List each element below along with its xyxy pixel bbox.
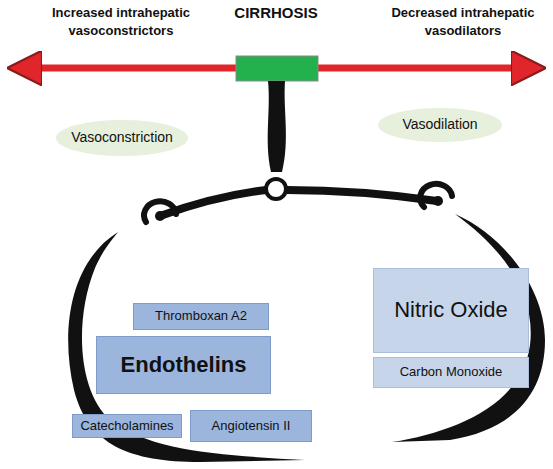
node-text: Carbon Monoxide <box>400 365 503 379</box>
left-pan <box>68 232 305 462</box>
oval-fill <box>56 120 188 156</box>
mediator-box: Endothelins <box>96 336 271 394</box>
balance-beam <box>287 190 437 201</box>
node-text: Thromboxan A2 <box>155 309 247 323</box>
balance-stem <box>268 81 286 172</box>
side-label: Increased intrahepatic vasoconstrictors <box>10 4 232 39</box>
node-text: Vasoconstriction <box>71 130 173 145</box>
oval-fill <box>378 108 502 142</box>
node-text: Vasodilation <box>402 117 477 132</box>
pan-hook <box>155 211 165 221</box>
mediator-box: Angiotensin II <box>190 410 312 442</box>
effect-oval: Vasodilation <box>378 108 502 142</box>
diagram-title: CIRRHOSIS <box>176 4 376 21</box>
pan-hook <box>433 196 443 206</box>
pan-hook <box>420 184 452 207</box>
node-text: Nitric Oxide <box>394 298 508 322</box>
green-block <box>236 56 318 81</box>
mediator-box: Carbon Monoxide <box>373 357 529 388</box>
side-label: Decreased intrahepatic vasodilators <box>378 4 548 39</box>
mediator-box: Nitric Oxide <box>373 268 529 353</box>
pan-hook <box>144 201 176 222</box>
mediator-box: Catecholamines <box>72 414 182 438</box>
node-text: Angiotensin II <box>212 419 291 433</box>
mediator-box: Thromboxan A2 <box>133 303 269 330</box>
pivot <box>266 179 286 199</box>
effect-oval: Vasoconstriction <box>56 120 188 156</box>
node-text: Catecholamines <box>80 419 173 433</box>
node-text: Endothelins <box>121 353 247 377</box>
